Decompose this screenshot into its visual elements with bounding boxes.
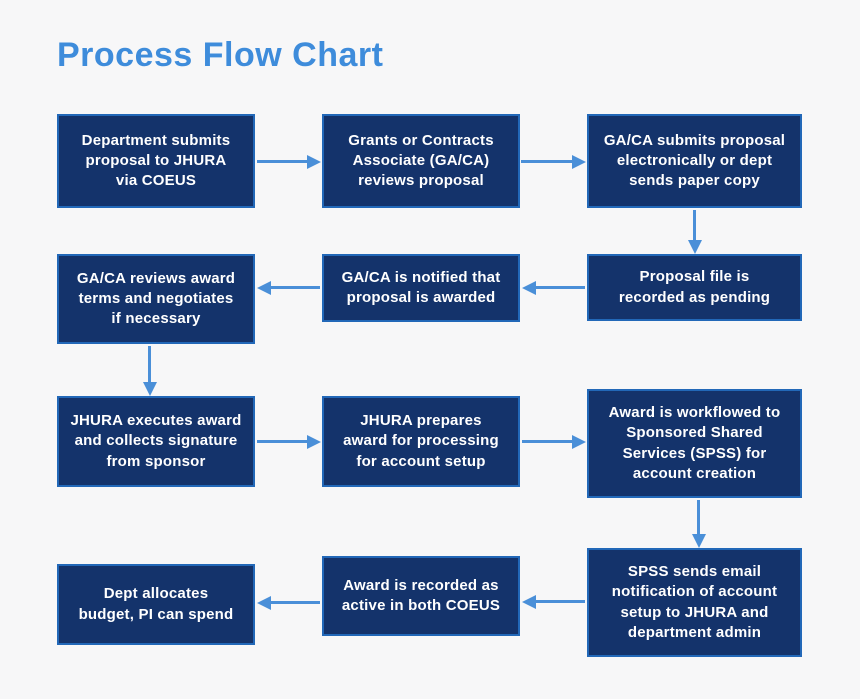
flow-box-label: Dept allocates budget, PI can spend: [78, 585, 234, 623]
flow-box-dept-submits: Department submits proposal to JHURA via…: [57, 114, 255, 208]
flow-box-label: SPSS sends email notification of account…: [611, 563, 778, 641]
arrow-pending-to-gaca-notified-icon: [522, 280, 585, 295]
flow-box-award-active: Award is recorded as active in both COEU…: [322, 556, 520, 636]
flow-box-gaca-submits: GA/CA submits proposal electronically or…: [587, 114, 802, 208]
flow-box-label: GA/CA reviews award terms and negotiates…: [76, 269, 236, 328]
arrow-gaca-reviews-to-gaca-submits-icon: [521, 154, 586, 169]
flow-box-label: Department submits proposal to JHURA via…: [81, 131, 231, 190]
flow-box-label: GA/CA submits proposal electronically or…: [603, 131, 786, 190]
flow-box-label: Award is workflowed to Sponsored Shared …: [608, 404, 781, 482]
flow-box-dept-allocates: Dept allocates budget, PI can spend: [57, 564, 255, 645]
flow-box-label: JHURA executes award and collects signat…: [70, 412, 242, 470]
flow-box-gaca-notified: GA/CA is notified that proposal is award…: [322, 254, 520, 322]
flow-box-jhura-prepares: JHURA prepares award for processing for …: [322, 396, 520, 487]
arrow-reviews-award-to-jhura-executes-icon: [142, 346, 157, 396]
flow-box-jhura-executes: JHURA executes award and collects signat…: [57, 396, 255, 487]
flow-box-spss-email: SPSS sends email notification of account…: [587, 548, 802, 657]
arrow-gaca-notified-to-reviews-award-icon: [257, 280, 320, 295]
flow-box-award-workflowed: Award is workflowed to Sponsored Shared …: [587, 389, 802, 498]
flow-box-gaca-reviews-proposal: Grants or Contracts Associate (GA/CA) re…: [322, 114, 520, 208]
arrow-jhura-prepares-to-workflowed-icon: [522, 434, 586, 449]
arrow-spss-email-to-award-active-icon: [522, 594, 585, 609]
arrow-gaca-submits-to-pending-icon: [687, 210, 702, 254]
flow-box-label: Proposal file is recorded as pending: [618, 268, 771, 306]
flow-box-proposal-pending: Proposal file is recorded as pending: [587, 254, 802, 321]
page-title: Process Flow Chart: [57, 36, 384, 74]
flow-box-label: JHURA prepares award for processing for …: [343, 412, 499, 470]
flow-box-label: Grants or Contracts Associate (GA/CA) re…: [348, 131, 494, 190]
arrow-dept-submits-to-gaca-reviews-icon: [257, 154, 321, 169]
flow-box-gaca-reviews-award: GA/CA reviews award terms and negotiates…: [57, 254, 255, 344]
flow-box-label: GA/CA is notified that proposal is award…: [341, 268, 501, 306]
arrow-jhura-executes-to-jhura-prepares-icon: [257, 434, 321, 449]
flow-box-label: Award is recorded as active in both COEU…: [341, 576, 501, 614]
arrow-workflowed-to-spss-email-icon: [691, 500, 706, 548]
arrow-award-active-to-dept-allocates-icon: [257, 595, 320, 610]
